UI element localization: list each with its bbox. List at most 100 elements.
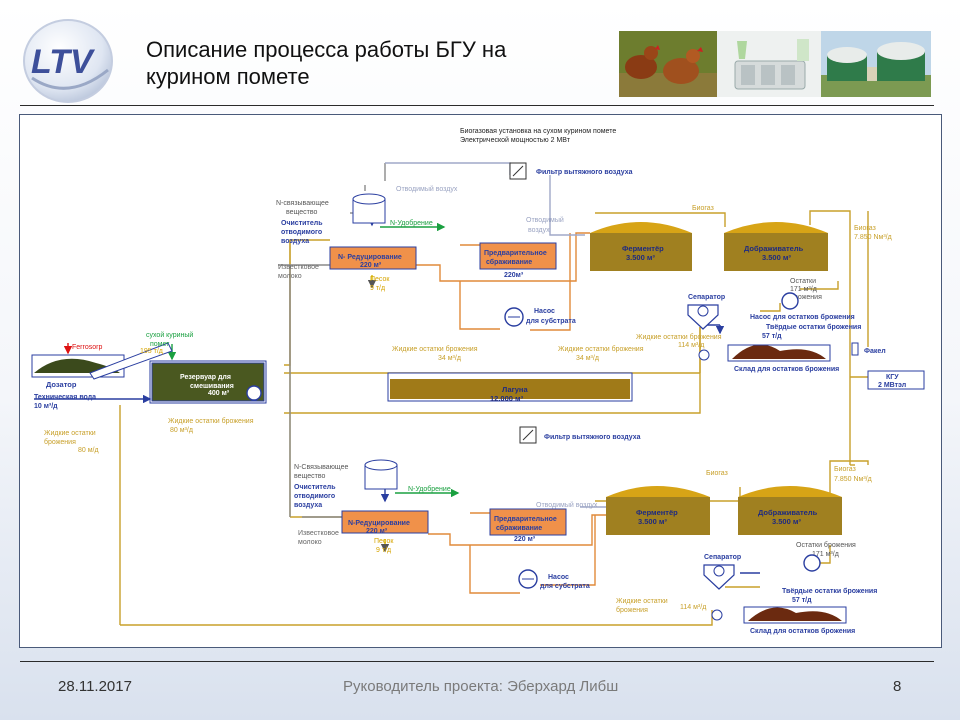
kgu-1: КГУ bbox=[886, 374, 899, 381]
dry-manure-2: помет bbox=[150, 341, 170, 348]
liquid-bottom-2: брожения bbox=[616, 606, 648, 614]
lime-top-2: молоко bbox=[278, 273, 302, 280]
pump-substrate-top-2: для субстрата bbox=[526, 317, 576, 325]
footer-divider bbox=[20, 661, 934, 662]
liquid-residues-top: Жидкие остатки брожения bbox=[636, 333, 722, 341]
residues-top-rate: 171 м³/д bbox=[790, 286, 817, 293]
n-fertilizer-top: N-Удобрение bbox=[390, 219, 433, 227]
n-reduction-bottom-vol: 220 м³ bbox=[366, 528, 388, 535]
liquid-valve-bottom bbox=[711, 609, 723, 621]
biogas-top-b: Биогаз bbox=[854, 225, 876, 232]
liquid-lagoon-b-rate: 34 м³/д bbox=[576, 355, 599, 362]
lagoon bbox=[390, 379, 630, 399]
n-binding-top-2: вещество bbox=[286, 209, 317, 216]
fermenter-bottom bbox=[606, 497, 710, 535]
chp-unit bbox=[867, 370, 925, 390]
exhaust-air-top-1: Отводимый воздух bbox=[396, 185, 458, 193]
separator-top bbox=[687, 304, 719, 330]
header-photos bbox=[619, 31, 931, 97]
tech-water-rate: 10 м³/д bbox=[34, 403, 58, 410]
pre-ferment-top-2: сбраживание bbox=[486, 258, 532, 266]
n-reduction-bottom bbox=[341, 510, 429, 534]
conveyor bbox=[89, 342, 173, 380]
sand-bottom-rate: 9 т/д bbox=[376, 547, 391, 554]
pre-fermentation-bottom bbox=[489, 508, 567, 536]
air-filter-top-label: Фильтр вытяжного воздуха bbox=[536, 169, 633, 176]
exhaust-air-top-2a: Отводимый bbox=[526, 216, 564, 224]
biogas-top-a: Биогаз bbox=[692, 205, 714, 212]
liquid-lagoon-a-rate: 34 м³/д bbox=[438, 355, 461, 362]
logo-text: LTV bbox=[31, 43, 96, 81]
pre-ferment-bottom-1: Предварительное bbox=[494, 516, 557, 523]
n-reduction-bottom-label: N-Редуцирование bbox=[348, 520, 410, 527]
n-fertilizer-bottom: N-Удобрение bbox=[408, 485, 451, 493]
pre-ferment-top-vol: 220м³ bbox=[504, 272, 524, 279]
torch-label: Факел bbox=[864, 348, 886, 355]
pump-substrate-bottom-1: Насос bbox=[548, 574, 569, 581]
footer-date: 28.11.2017 bbox=[58, 678, 132, 695]
header-divider bbox=[20, 105, 934, 106]
diagram-heading-2: Электрической мощностью 2 МВт bbox=[460, 136, 571, 144]
n-reduction-top-label: N- Редуцирование bbox=[338, 254, 402, 261]
post-fermenter-bottom bbox=[738, 497, 842, 535]
dry-manure-1: сухой куриный bbox=[146, 331, 193, 339]
biogas-bottom-a: Биогаз bbox=[706, 470, 728, 477]
tech-water-label: Техническая вода bbox=[34, 394, 96, 401]
ferrosorp-label: Ferrosorp bbox=[72, 344, 102, 351]
pump-substrate-bottom-2: для субстрата bbox=[540, 582, 590, 590]
mixing-tank-1: Резервуар для bbox=[180, 374, 231, 381]
pump-substrate-top-1: Насос bbox=[534, 308, 555, 315]
cleaner-top-2: отводимого bbox=[281, 229, 322, 236]
n-binding-bottom-1: N-Связывающее bbox=[294, 464, 348, 471]
diagram-heading-1: Биогазовая установка на сухом курином по… bbox=[460, 128, 616, 135]
liquid-left-2: брожения bbox=[44, 438, 76, 446]
liquid-left-rate: 80 м/д bbox=[78, 447, 99, 454]
storage-heap-top bbox=[732, 344, 826, 359]
liquid-mix-rate: 80 м³/д bbox=[170, 427, 193, 434]
post-fermenter-bottom-label: Дображиватель bbox=[758, 508, 818, 517]
lagoon-label: Лагуна bbox=[502, 385, 528, 394]
mixing-pump bbox=[246, 385, 262, 401]
n-binding-bottom-2: вещество bbox=[294, 473, 325, 480]
solid-rate-top: 57 т/д bbox=[762, 333, 782, 340]
residues-bottom-rate: 171 м³/д bbox=[812, 551, 839, 558]
liquid-bottom-rate: 114 м³/д bbox=[680, 604, 706, 611]
separator-top-label: Сепаратор bbox=[688, 294, 725, 301]
liquid-left-1: Жидкие остатки bbox=[44, 430, 96, 437]
sand-top-rate: 9 т/д bbox=[370, 285, 385, 292]
air-filter-bottom-label: Фильтр вытяжного воздуха bbox=[544, 434, 641, 441]
solid-residues-bottom: Твёрдые остатки брожения bbox=[782, 587, 877, 595]
exhaust-air-top-2b: воздух bbox=[528, 227, 550, 234]
exhaust-air-bottom: Отводимый воздух bbox=[536, 501, 598, 509]
mixing-tank bbox=[151, 362, 265, 402]
cleaner-bottom-3: воздуха bbox=[294, 502, 322, 509]
ltv-logo: LTV bbox=[23, 19, 113, 103]
fermenter-bottom-vol: 3.500 м³ bbox=[638, 517, 667, 526]
liquid-lagoon-b: Жидкие остатки брожения bbox=[558, 345, 644, 353]
pre-ferment-bottom-vol: 220 м³ bbox=[514, 536, 536, 543]
fermenter-top-label: Ферментёр bbox=[622, 244, 664, 253]
post-fermenter-top-label: Дображиватель bbox=[744, 244, 804, 253]
residues-top-1: Остатки bbox=[790, 278, 816, 285]
mixing-tank-2: смешивания bbox=[190, 383, 234, 390]
kgu-2: 2 МВтэл bbox=[878, 382, 906, 389]
post-fermenter-top-vol: 3.500 м³ bbox=[762, 253, 791, 262]
residues-pump-bottom bbox=[803, 554, 821, 572]
sand-bottom: Песок bbox=[374, 538, 394, 545]
cleaner-top-3: воздуха bbox=[281, 238, 309, 245]
lagoon-vol: 12.000 м³ bbox=[490, 394, 524, 403]
slide-title: Описание процесса работы БГУ на курином … bbox=[146, 37, 507, 89]
post-fermenter-bottom-vol: 3.500 м³ bbox=[772, 517, 801, 526]
biogas-bottom-b: Биогаз bbox=[834, 466, 856, 473]
dosator-label: Дозатор bbox=[46, 380, 77, 389]
separator-bottom-label: Сепаратор bbox=[704, 554, 741, 561]
fermenter-bottom-label: Ферментёр bbox=[636, 508, 678, 517]
cleaner-bottom-1: Очиститель bbox=[294, 484, 336, 491]
liquid-bottom-1: Жидкие остатки bbox=[616, 598, 668, 605]
biogas-plant-photo bbox=[821, 31, 931, 97]
liquid-valve-top bbox=[698, 349, 710, 361]
storage-heap-bottom bbox=[748, 607, 842, 621]
lime-bottom-2: молоко bbox=[298, 539, 322, 546]
pre-ferment-bottom-2: сбраживание bbox=[496, 524, 542, 532]
n-reduction-top bbox=[329, 246, 417, 270]
